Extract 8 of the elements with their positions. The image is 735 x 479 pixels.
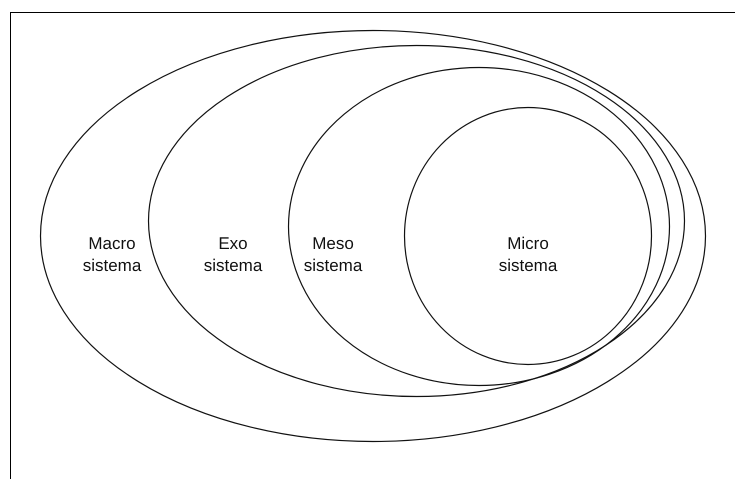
ellipse-region — [404, 107, 652, 365]
ellipse-region — [148, 45, 685, 397]
region-label: Exo sistema — [202, 233, 264, 277]
ellipse-region — [288, 67, 670, 386]
region-label: Meso sistema — [302, 233, 364, 277]
ellipse-region — [40, 30, 706, 442]
region-label: Micro sistema — [498, 233, 558, 277]
region-label: Macro sistema — [82, 233, 142, 277]
